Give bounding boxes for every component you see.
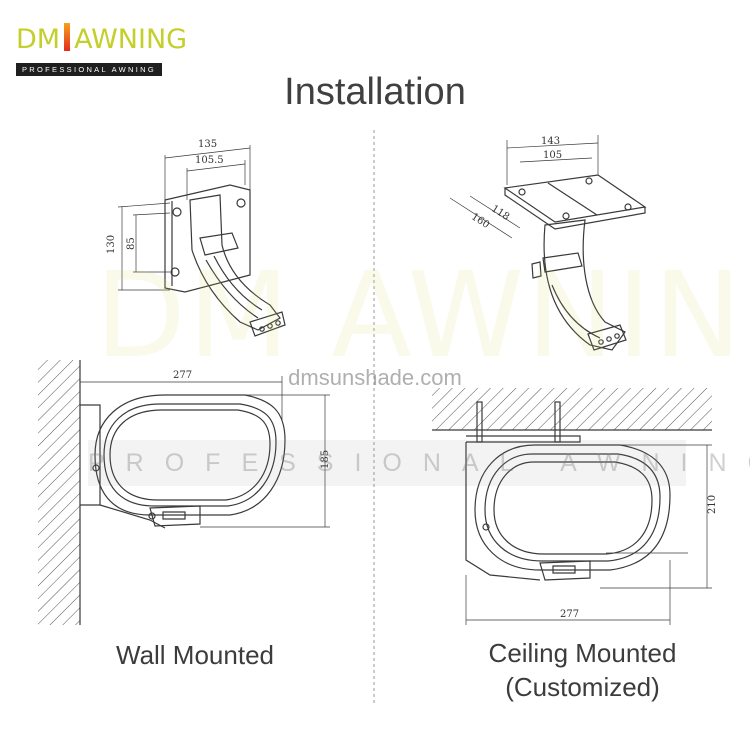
watermark-url: dmsunshade.com bbox=[288, 365, 462, 390]
brand-logo: DM AWNING PROFESSIONAL AWNING bbox=[16, 22, 187, 82]
wall-bracket-3d bbox=[117, 145, 286, 337]
wall-dim-135: 135 bbox=[198, 139, 217, 150]
ceiling-hatch bbox=[432, 388, 712, 430]
ceiling-dim-210: 210 bbox=[707, 495, 718, 514]
logo-wordmark: DM AWNING bbox=[16, 22, 187, 58]
wall-dim-185: 185 bbox=[320, 450, 331, 469]
wall-dim-85: 85 bbox=[126, 237, 137, 250]
watermark-band-text: PROFESSIONAL AWNING bbox=[88, 449, 750, 477]
wall-dim-130: 130 bbox=[106, 235, 117, 254]
watermark-band: PROFESSIONAL AWNING bbox=[88, 440, 750, 486]
page-title: Installation bbox=[284, 71, 466, 113]
ceiling-dim-105: 105 bbox=[543, 150, 562, 161]
ceiling-dim-160: 160 bbox=[469, 211, 491, 231]
logo-bar-icon bbox=[64, 23, 71, 51]
caption-wall-mounted: Wall Mounted bbox=[116, 640, 274, 670]
wall-dim-105-5: 105.5 bbox=[195, 155, 224, 166]
wall-hatch bbox=[38, 360, 80, 625]
logo-left-text: DM bbox=[16, 24, 61, 55]
logo-right-text: AWNING bbox=[74, 24, 188, 55]
ceiling-dim-143: 143 bbox=[541, 136, 560, 147]
logo-tagline: PROFESSIONAL AWNING bbox=[16, 63, 162, 76]
watermark-brand: DM AWNING bbox=[95, 246, 750, 384]
ceiling-dim-277: 277 bbox=[560, 609, 579, 620]
caption-ceiling-customized: (Customized) bbox=[505, 672, 660, 702]
wall-section bbox=[38, 360, 330, 625]
caption-ceiling-mounted: Ceiling Mounted bbox=[488, 638, 677, 668]
ceiling-section bbox=[432, 388, 712, 625]
wall-dim-277: 277 bbox=[173, 370, 192, 381]
ceiling-bracket-3d bbox=[449, 135, 647, 351]
